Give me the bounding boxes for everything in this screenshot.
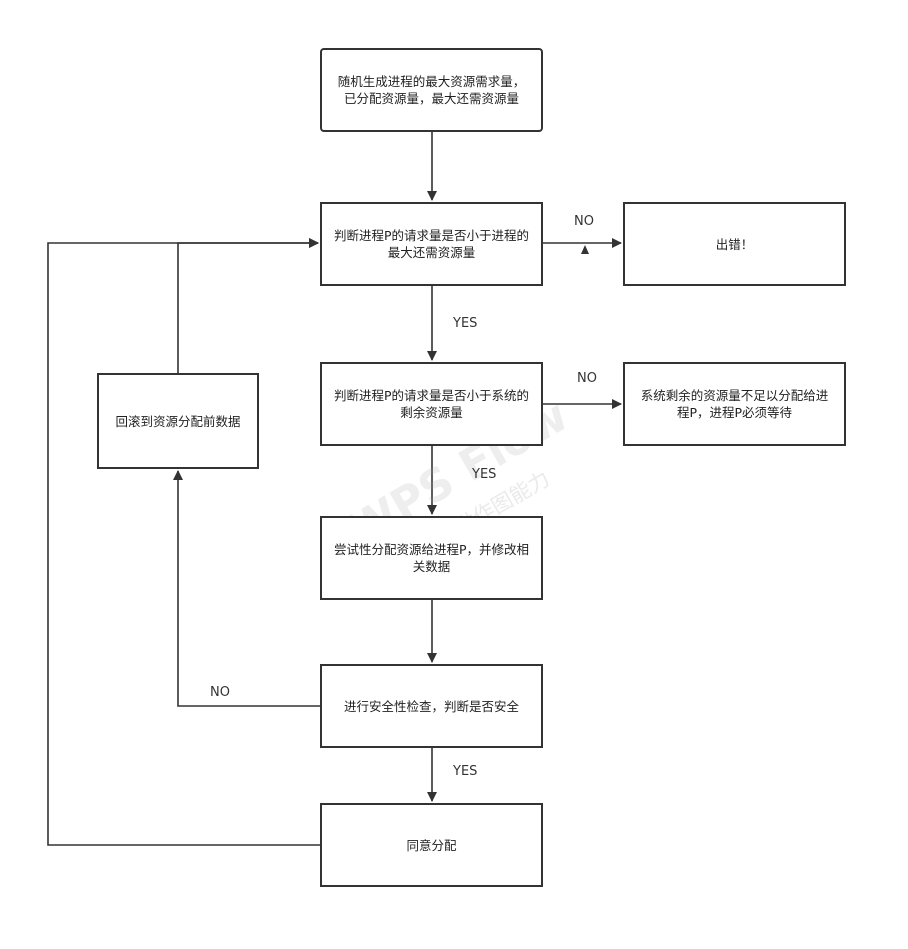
edge-label-check-system-no: NO xyxy=(577,371,597,386)
node-generate-label: 随机生成进程的最大资源需求量，已分配资源量，最大还需资源量 xyxy=(337,74,526,106)
edge-agree-to-check-max xyxy=(47,238,320,846)
node-try-allocate-label: 尝试性分配资源给进程P，并修改相关数据 xyxy=(333,542,530,574)
node-try-allocate[interactable]: 尝试性分配资源给进程P，并修改相关数据 xyxy=(320,516,543,600)
node-check-max[interactable]: 判断进程P的请求量是否小于进程的最大还需资源量 xyxy=(320,202,543,286)
node-generate[interactable]: 随机生成进程的最大资源需求量，已分配资源量，最大还需资源量 xyxy=(320,48,543,132)
node-safety-check[interactable]: 进行安全性检查，判断是否安全 xyxy=(320,664,543,748)
edge-label-check-system-yes: YES xyxy=(472,467,497,482)
node-rollback[interactable]: 回滚到资源分配前数据 xyxy=(97,373,259,469)
node-wait[interactable]: 系统剩余的资源量不足以分配给进程P，进程P必须等待 xyxy=(623,362,846,446)
node-agree-label: 同意分配 xyxy=(406,837,457,853)
node-agree[interactable]: 同意分配 xyxy=(320,803,543,887)
node-check-system-label: 判断进程P的请求量是否小于系统的剩余资源量 xyxy=(333,388,530,420)
edge-safety-no-to-rollback xyxy=(173,470,320,707)
node-error-label: 出错！ xyxy=(715,236,754,252)
edge-label-safety-no: NO xyxy=(210,685,230,700)
node-rollback-label: 回滚到资源分配前数据 xyxy=(115,413,241,429)
edge-label-check-max-no: NO xyxy=(574,214,594,229)
decorative-arrowhead xyxy=(581,245,589,254)
edge-label-check-max-yes: YES xyxy=(453,316,478,331)
edge-label-safety-yes: YES xyxy=(453,764,478,779)
node-error[interactable]: 出错！ xyxy=(623,202,846,286)
node-safety-check-label: 进行安全性检查，判断是否安全 xyxy=(343,698,519,714)
edge-rollback-to-check-max xyxy=(177,238,319,373)
node-check-system[interactable]: 判断进程P的请求量是否小于系统的剩余资源量 xyxy=(320,362,543,446)
node-check-max-label: 判断进程P的请求量是否小于进程的最大还需资源量 xyxy=(333,228,530,260)
node-wait-label: 系统剩余的资源量不足以分配给进程P，进程P必须等待 xyxy=(640,388,829,420)
